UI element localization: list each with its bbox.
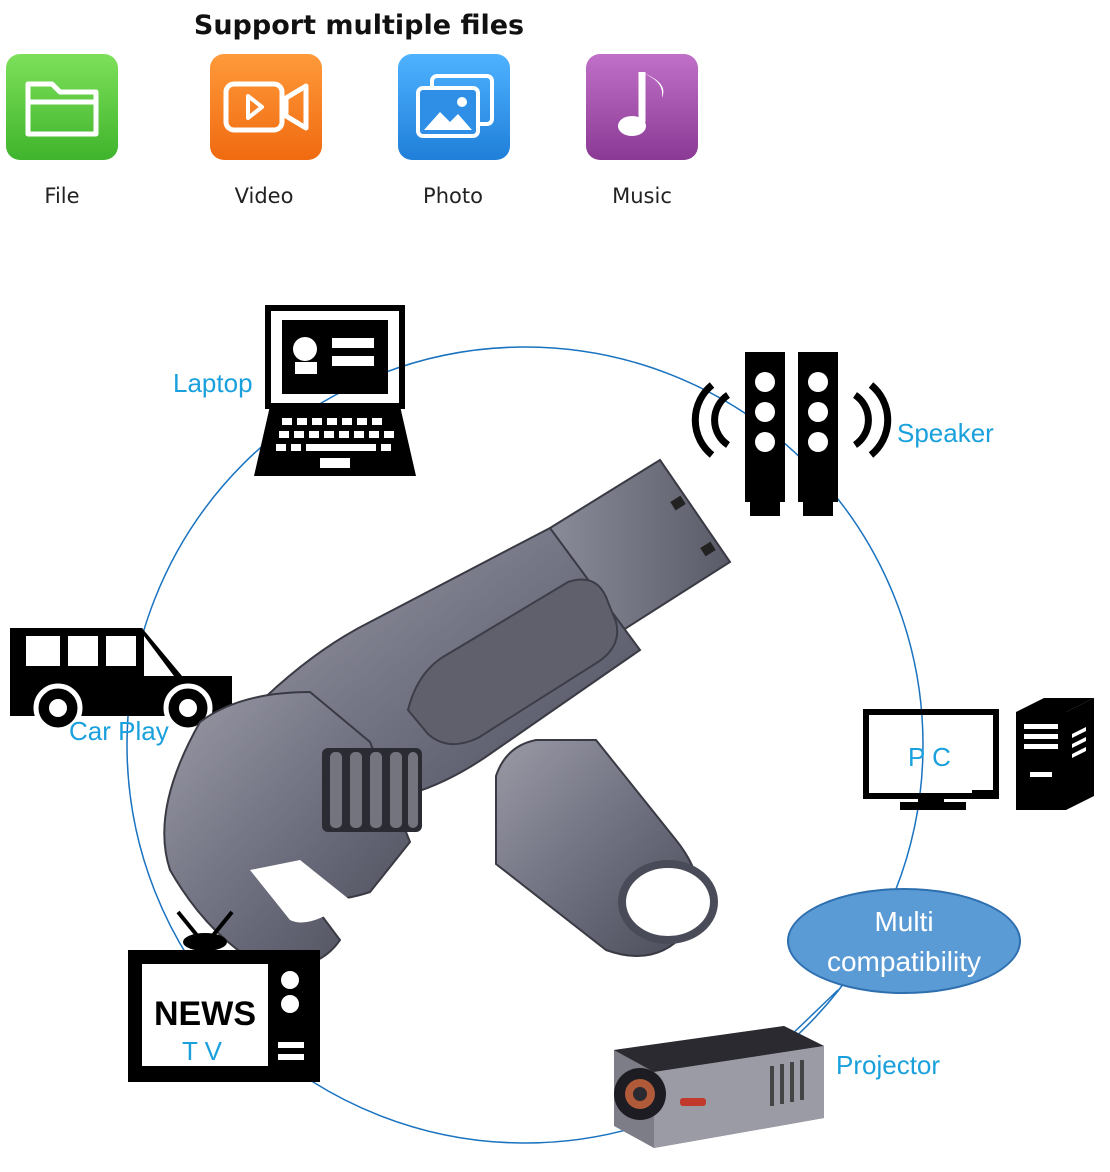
- page-title: Support multiple files: [193, 10, 525, 41]
- multi-compatibility-bubble: Multi compatibility: [787, 888, 1021, 994]
- file-type-label: Photo: [423, 184, 483, 208]
- tv-news-label: NEWS: [154, 995, 256, 1033]
- laptop-label: Laptop: [173, 368, 253, 398]
- projector-label: Projector: [836, 1050, 941, 1080]
- file-type-label: Music: [612, 184, 672, 208]
- bubble-line-2: compatibility: [826, 946, 982, 977]
- folder-icon: [6, 54, 118, 160]
- car-label: Car Play: [69, 716, 169, 746]
- file-type-label: Video: [234, 184, 294, 208]
- music-note-icon: [586, 54, 698, 160]
- tv-sub-label: T V: [182, 1036, 222, 1066]
- speaker-label: Speaker: [897, 418, 994, 448]
- bubble-line-1: Multi: [874, 906, 934, 937]
- video-camera-icon: [210, 54, 322, 160]
- photo-gallery-icon: [398, 54, 510, 160]
- pc-label: P C: [908, 742, 951, 772]
- file-type-label: File: [44, 184, 80, 208]
